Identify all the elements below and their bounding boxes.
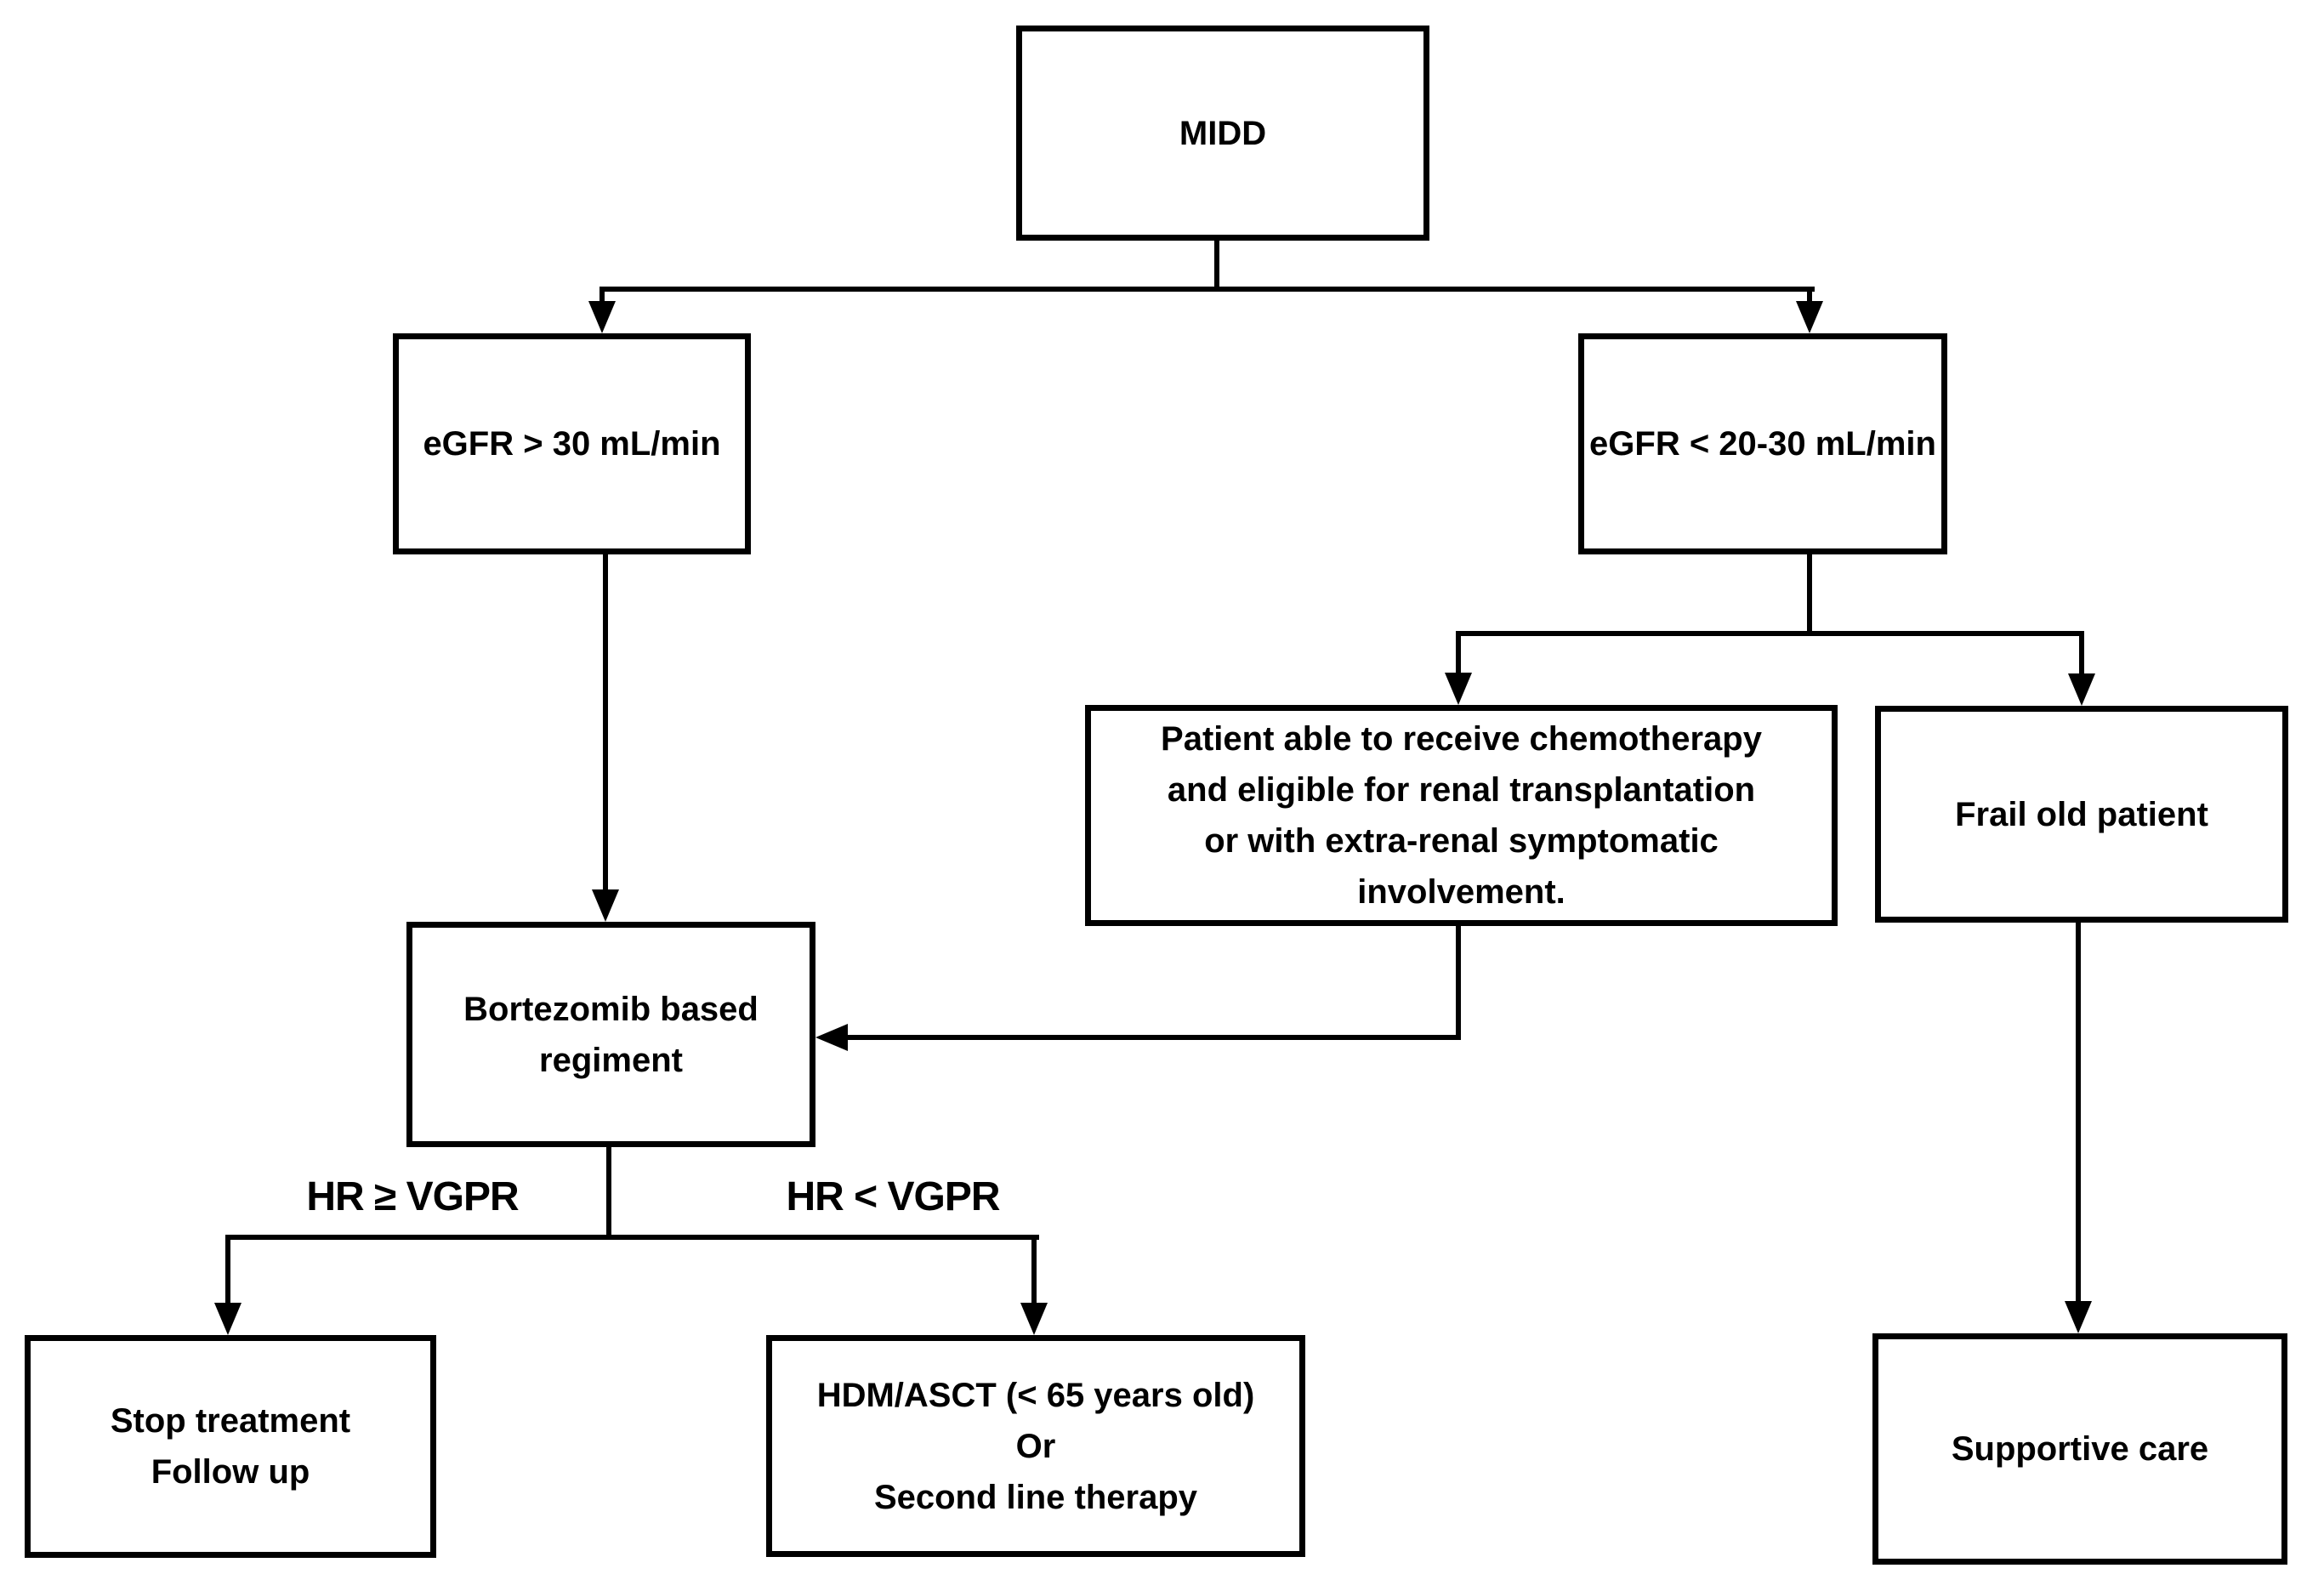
connector-egfr-low-split-horizontal: [1456, 631, 2084, 636]
arrow-down-frail-icon: [2068, 673, 2095, 706]
arrow-down-bortezomib-icon: [592, 889, 619, 922]
edge-label-hr-lt-vgpr: HR < VGPR: [786, 1174, 1000, 1219]
arrow-left-bortezomib-icon: [815, 1024, 848, 1051]
node-hdm-asct-label: HDM/ASCT (< 65 years old) Or Second line…: [816, 1376, 1255, 1516]
node-stop-treatment-label: Stop treatment Follow up: [110, 1402, 351, 1491]
connector-chemo-to-bortezomib-horizontal: [844, 1035, 1461, 1040]
node-hdm-asct: HDM/ASCT (< 65 years old) Or Second line…: [766, 1335, 1305, 1557]
connector-egfr-high-to-bortezomib: [603, 553, 608, 891]
node-supportive-care-label: Supportive care: [1951, 1430, 2209, 1468]
arrow-down-chemo-eligible-icon: [1445, 673, 1472, 705]
arrow-down-supportive-care-icon: [2065, 1301, 2092, 1333]
arrow-down-hdm-asct-icon: [1020, 1303, 1048, 1335]
connector-chemo-down: [1456, 924, 1461, 1040]
connector-to-stop-treatment: [225, 1235, 230, 1303]
connector-to-egfr-high: [599, 287, 605, 304]
node-bortezomib-label: Bortezomib based regiment: [463, 990, 759, 1079]
node-chemo-eligible-label: Patient able to receive chemotherapy and…: [1161, 720, 1762, 911]
connector-frail-to-supportive: [2076, 920, 2081, 1303]
node-supportive-care: Supportive care: [1872, 1333, 2287, 1565]
node-frail-old-patient-label: Frail old patient: [1955, 795, 2208, 833]
node-egfr-high-label: eGFR > 30 mL/min: [423, 425, 721, 463]
connector-to-egfr-low: [1807, 287, 1812, 304]
connector-midd-down: [1214, 239, 1219, 292]
edge-label-hr-ge-vgpr: HR ≥ VGPR: [306, 1174, 519, 1219]
node-midd: MIDD: [1016, 26, 1429, 241]
connector-bortezomib-down: [606, 1145, 611, 1240]
node-egfr-low-label: eGFR < 20-30 mL/min: [1589, 425, 1936, 463]
node-midd-label: MIDD: [1179, 114, 1267, 152]
node-stop-treatment: Stop treatment Follow up: [25, 1335, 436, 1558]
node-bortezomib: Bortezomib based regiment: [406, 922, 815, 1147]
connector-response-split-horizontal: [225, 1235, 1039, 1240]
arrow-down-egfr-low-icon: [1796, 301, 1823, 333]
connector-egfr-low-down: [1807, 553, 1812, 636]
connector-to-chemo-eligible: [1456, 631, 1461, 675]
arrow-down-egfr-high-icon: [588, 301, 616, 333]
connector-to-frail: [2079, 631, 2084, 676]
connector-to-hdm-asct: [1031, 1235, 1037, 1303]
node-chemo-eligible: Patient able to receive chemotherapy and…: [1085, 705, 1838, 926]
connector-midd-split-horizontal: [599, 287, 1815, 292]
node-egfr-low: eGFR < 20-30 mL/min: [1578, 333, 1947, 554]
arrow-down-stop-treatment-icon: [214, 1303, 241, 1335]
node-frail-old-patient: Frail old patient: [1875, 706, 2288, 923]
node-egfr-high: eGFR > 30 mL/min: [393, 333, 751, 554]
